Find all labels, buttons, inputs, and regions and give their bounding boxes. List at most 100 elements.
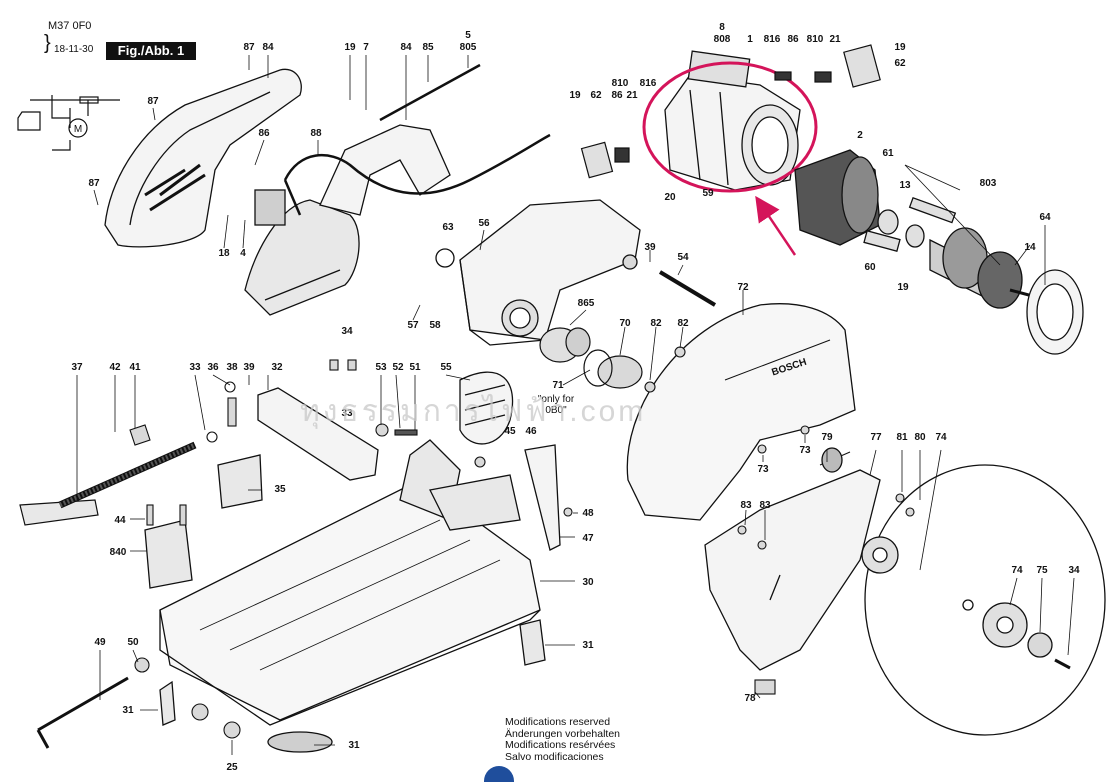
callout-number: 73 — [757, 464, 769, 475]
callout-number: 13 — [899, 180, 911, 191]
callout-number: 62 — [894, 58, 906, 69]
callout-number: 52 — [392, 362, 404, 373]
callout-number: 63 — [442, 222, 454, 233]
callout-number: 19 — [897, 282, 909, 293]
note-line: Änderungen vorbehalten — [505, 727, 621, 740]
callout-number: 70 — [619, 318, 631, 329]
callout-number: 50 — [127, 637, 139, 648]
small-hardware — [129, 346, 915, 739]
clamp-screw — [19, 441, 197, 526]
motor-symbol: M — [74, 124, 82, 135]
callout-number: 87 — [243, 42, 255, 53]
note-line: Salvo modificaciones — [505, 750, 604, 763]
callout-number: 51 — [409, 362, 421, 373]
callout-number: 32 — [271, 362, 283, 373]
callout-number: 87 — [147, 96, 159, 107]
callout-number: 74 — [1011, 565, 1023, 576]
callout-number: 19 — [569, 90, 581, 101]
callout-number: 84 — [400, 42, 412, 53]
callout-number: 84 — [262, 42, 274, 53]
callout-number: 49 — [94, 637, 106, 648]
callout-number: 30 — [582, 577, 594, 588]
callout-number: 38 — [226, 362, 238, 373]
figure-label: Fig./Abb. 1 — [106, 42, 196, 60]
callout-number: 21 — [626, 90, 638, 101]
callout-number: 86 — [258, 128, 270, 139]
callout-number: 88 — [310, 128, 322, 139]
callout-number: 4 — [240, 248, 246, 259]
header-brace: } — [44, 32, 51, 54]
callout-number: 86 — [611, 90, 623, 101]
callout-number: 810 — [612, 78, 629, 89]
callout-number: 805 — [460, 42, 477, 53]
callout-number: 803 — [980, 178, 997, 189]
handle-half — [104, 68, 302, 248]
callout-number: 31 — [348, 740, 360, 751]
callout-number: 62 — [590, 90, 602, 101]
armature-assembly — [794, 149, 1084, 355]
callout-number: 54 — [677, 252, 689, 263]
callout-number: 2 — [857, 130, 863, 141]
callout-number: 80 — [914, 432, 926, 443]
callout-number: 75 — [1036, 565, 1048, 576]
callout-number: 19 — [344, 42, 356, 53]
callout-number: 78 — [744, 693, 756, 704]
motor-housing — [435, 199, 641, 346]
callout-number: 83 — [740, 500, 752, 511]
callout-number: 34 — [341, 326, 353, 337]
callout-number: 81 — [896, 432, 908, 443]
callout-number: 35 — [274, 484, 286, 495]
callout-number: 73 — [799, 445, 811, 456]
callout-number: 85 — [422, 42, 434, 53]
callout-number: 5 — [465, 30, 471, 41]
callout-number: 33 — [341, 408, 353, 419]
callout-number: 47 — [582, 533, 594, 544]
field-housing — [664, 50, 801, 191]
callout-number: 53 — [375, 362, 387, 373]
callout-number: 34 — [1068, 565, 1080, 576]
note-line: Modifications resérvées — [505, 739, 616, 751]
callout-number: 46 — [525, 426, 537, 437]
callout-number: 39 — [243, 362, 255, 373]
note-line: Modifications reserved — [505, 716, 611, 728]
callout-number: 58 — [429, 320, 441, 331]
callout-number: 31 — [582, 640, 594, 651]
callout-number: 18 — [218, 248, 230, 259]
callout-number: 61 — [882, 148, 894, 159]
cut-off-wheel — [819, 447, 1106, 736]
top-handle — [283, 63, 551, 216]
callout-number: 31 — [122, 705, 134, 716]
callout-number: 21 — [829, 34, 841, 45]
callout-number: 20 — [664, 192, 676, 203]
date-code: 18-11-30 — [54, 44, 94, 55]
callout-number: 36 — [207, 362, 219, 373]
callout-number: 82 — [650, 318, 662, 329]
brush-holders — [580, 44, 881, 179]
callout-number: 79 — [821, 432, 833, 443]
callout-number: 816 — [764, 34, 781, 45]
modifications-notes: Modifications reserved Änderungen vorbeh… — [505, 716, 621, 763]
motor-schematic — [17, 95, 120, 151]
hex-key — [36, 676, 129, 749]
callout-number: 57 — [407, 320, 419, 331]
callout-number: 8 — [719, 22, 725, 33]
callout-number: 48 — [582, 508, 594, 519]
model-code: M37 0F0 — [48, 20, 92, 32]
callout-number: 64 — [1039, 212, 1051, 223]
lower-guard — [704, 469, 881, 671]
callout-number: 41 — [129, 362, 141, 373]
blade-guard — [626, 303, 856, 521]
callout-number: 840 — [110, 547, 127, 558]
callout-number: 55 — [440, 362, 452, 373]
callout-number: 82 — [677, 318, 689, 329]
callout-number: 42 — [109, 362, 121, 373]
only-for-note-line2: 0B0" — [545, 405, 567, 416]
callout-number: 19 — [894, 42, 906, 53]
highlight-ring — [642, 61, 818, 193]
callout-number: 37 — [71, 362, 83, 373]
highlight-arrow — [755, 195, 797, 256]
watermark: ทุงธรรมการไฟฟ้า.com — [300, 395, 647, 428]
callout-number: 39 — [644, 242, 656, 253]
